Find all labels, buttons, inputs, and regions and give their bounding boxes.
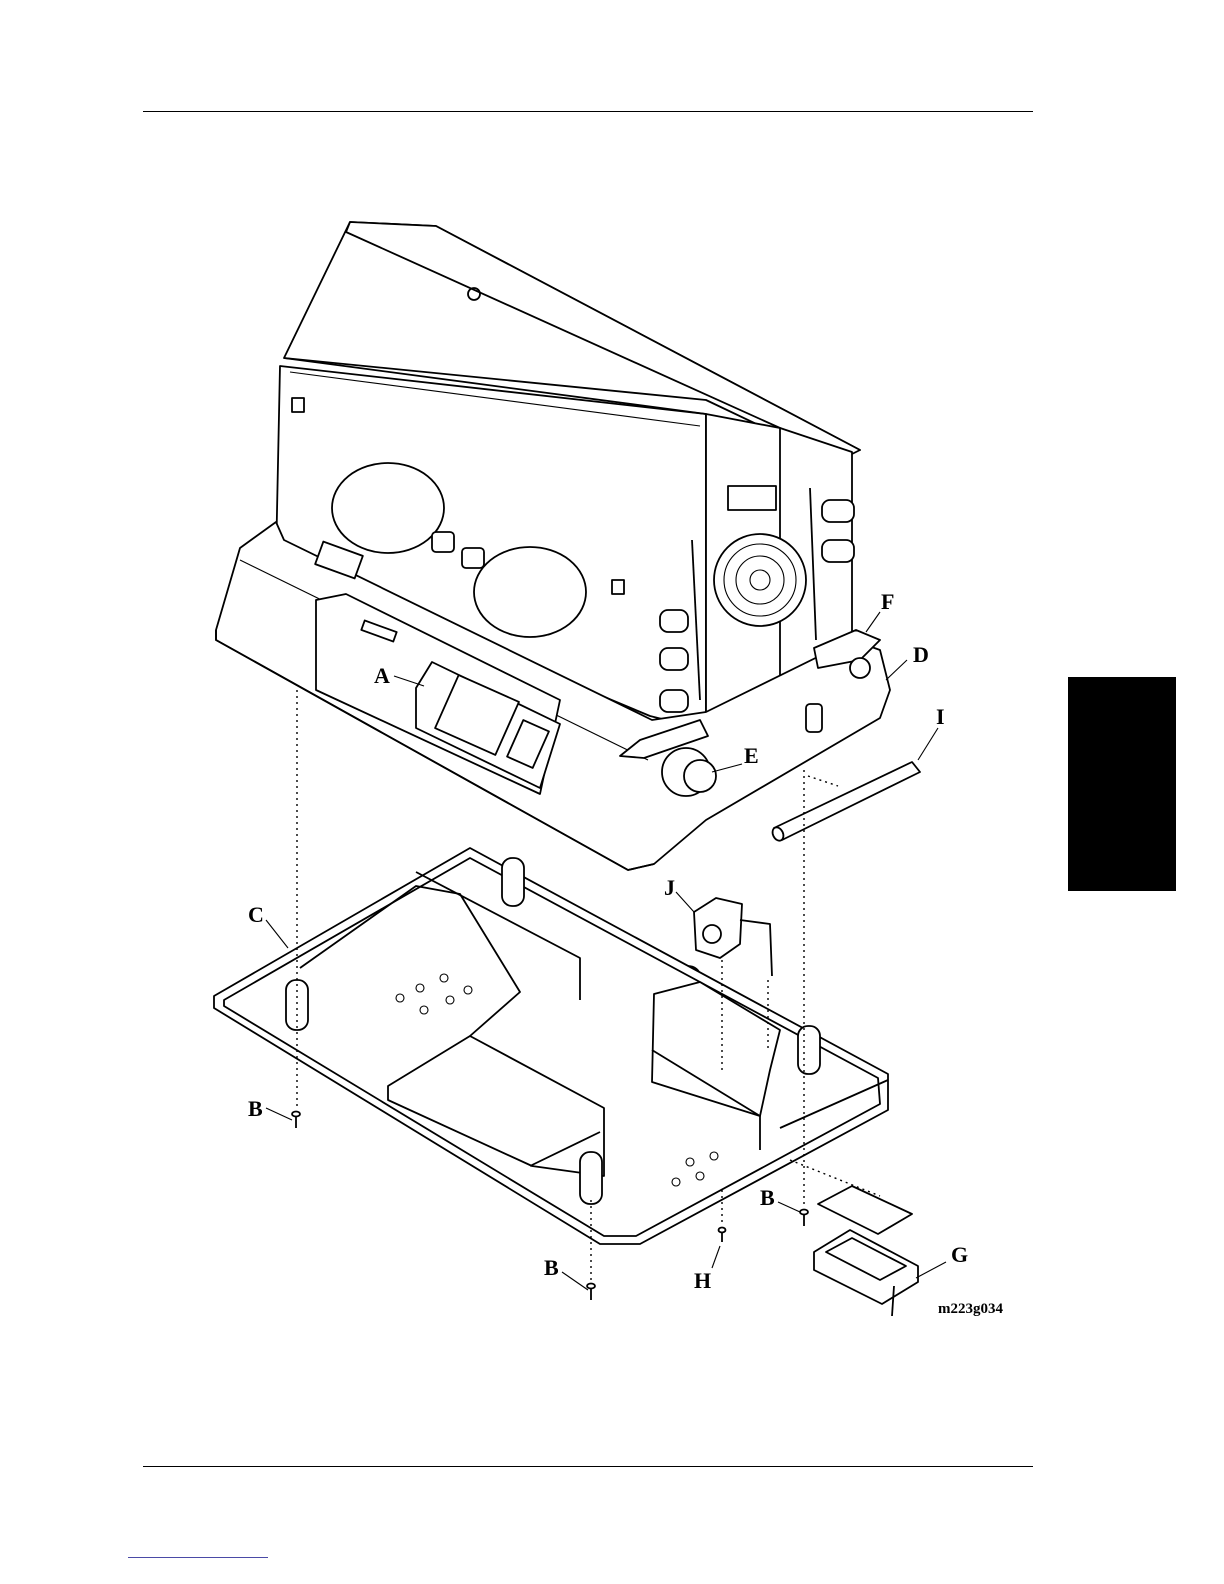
- callout-c: C: [248, 902, 264, 927]
- callout-g: G: [951, 1242, 968, 1267]
- tube-part-i: [770, 762, 920, 842]
- callout-b-bottom: B: [544, 1255, 559, 1280]
- callout-b-right: B: [760, 1185, 775, 1210]
- base-tray-part-c: [214, 848, 888, 1244]
- callout-b-left: B: [248, 1096, 263, 1121]
- callout-h: H: [694, 1268, 711, 1293]
- callout-f: F: [881, 589, 894, 614]
- box-part-g: [814, 1186, 918, 1316]
- callout-d: D: [913, 642, 929, 667]
- callout-a: A: [374, 663, 390, 688]
- figure-id: m223g034: [938, 1301, 1003, 1317]
- callout-j: J: [664, 875, 675, 900]
- callout-e: E: [744, 743, 759, 768]
- callout-i: I: [936, 704, 945, 729]
